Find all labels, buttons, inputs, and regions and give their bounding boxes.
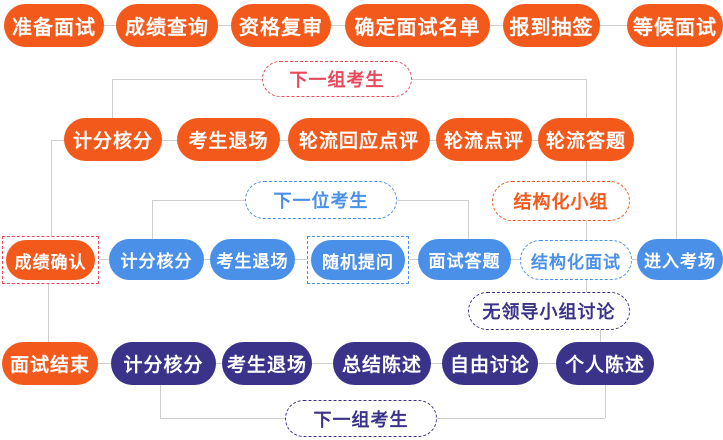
node-candidate-exit-2: 考生退场 <box>210 239 295 280</box>
connector-line <box>152 200 245 201</box>
node-answer-in-turn: 轮流答题 <box>538 118 634 161</box>
connector-line <box>162 140 177 141</box>
connector-line <box>412 79 586 80</box>
node-confirm-interview-list: 确定面试名单 <box>345 4 490 47</box>
connector-line <box>160 418 285 419</box>
node-prepare-interview: 准备面试 <box>4 4 104 47</box>
connector-line <box>112 79 113 118</box>
node-personal-statement: 个人陈述 <box>556 342 654 385</box>
node-comment-in-turn: 轮流点评 <box>436 118 532 161</box>
connector-line <box>632 259 637 260</box>
connector-line <box>99 259 109 260</box>
node-respond-comments-in-turn: 轮流回应点评 <box>288 118 430 161</box>
connector-line <box>295 259 307 260</box>
node-next-group-bottom: 下一组考生 <box>285 400 437 437</box>
node-candidate-exit-3: 考生退场 <box>222 342 312 385</box>
connector-line <box>586 161 587 181</box>
connector-line <box>605 385 606 418</box>
connector-line <box>409 259 418 260</box>
connector-line <box>204 259 210 260</box>
connector-line <box>98 363 111 364</box>
node-leaderless-group-discussion: 无领导小组讨论 <box>468 292 630 330</box>
node-next-group-top: 下一组考生 <box>262 61 412 97</box>
node-wait-interview: 等候面试 <box>627 4 723 47</box>
node-random-question: 随机提问 <box>311 240 405 280</box>
node-score-check-1: 计分核分 <box>64 118 162 161</box>
connector-line <box>152 200 153 239</box>
node-random-question-box: 随机提问 <box>307 236 409 284</box>
connector-line <box>586 221 587 240</box>
connector-line <box>331 25 345 26</box>
node-interview-answer: 面试答题 <box>418 239 511 280</box>
connector-line <box>280 140 288 141</box>
connector-line <box>586 79 587 118</box>
connector-line <box>538 363 556 364</box>
node-checkin-lottery: 报到抽签 <box>503 4 600 47</box>
connector-line <box>160 385 161 418</box>
node-score-check-3: 计分核分 <box>111 342 216 385</box>
connector-line <box>112 79 262 80</box>
connector-line <box>397 200 468 201</box>
node-interview-end: 面试结束 <box>2 342 98 385</box>
node-free-discussion: 自由讨论 <box>442 342 538 385</box>
connector-line <box>431 363 442 364</box>
node-score-confirm: 成绩确认 <box>6 240 95 280</box>
connector-line <box>600 330 601 342</box>
connector-line <box>104 25 116 26</box>
connector-line <box>51 140 64 141</box>
node-structured-group: 结构化小组 <box>492 181 630 221</box>
connector-line <box>468 200 469 239</box>
connector-line <box>312 363 333 364</box>
connector-line <box>48 284 49 342</box>
connector-line <box>216 363 222 364</box>
node-qualification-review: 资格复审 <box>231 4 331 47</box>
node-candidate-exit-1: 考生退场 <box>177 118 280 161</box>
node-summary-statement: 总结陈述 <box>333 342 431 385</box>
connector-line <box>430 140 436 141</box>
node-score-confirm-box: 成绩确认 <box>2 236 99 284</box>
connector-line <box>586 280 587 292</box>
connector-line <box>51 140 52 236</box>
node-score-inquiry: 成绩查询 <box>116 4 218 47</box>
connector-line <box>532 140 538 141</box>
node-score-check-2: 计分核分 <box>109 239 204 280</box>
connector-line <box>437 418 605 419</box>
connector-line <box>490 25 503 26</box>
connector-line <box>676 47 677 239</box>
node-enter-room: 进入考场 <box>637 239 723 280</box>
node-structured-interview: 结构化面试 <box>520 240 632 280</box>
connector-line <box>218 25 231 26</box>
node-next-candidate: 下一位考生 <box>245 181 397 219</box>
connector-line <box>600 25 627 26</box>
connector-line <box>511 259 520 260</box>
